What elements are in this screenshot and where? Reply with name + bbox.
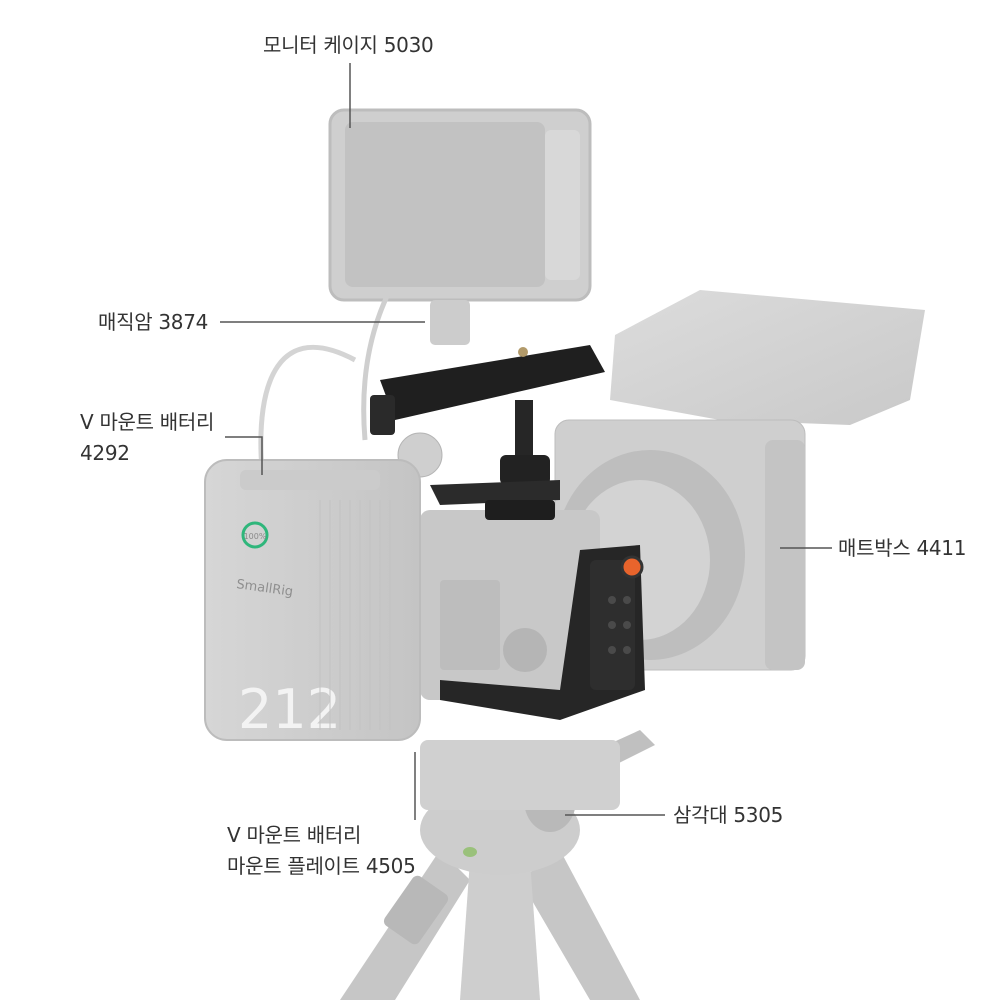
label-vmount-battery-line1: V 마운트 배터리 xyxy=(80,410,215,434)
monitor-cage-ghost xyxy=(258,108,592,471)
svg-text:100%: 100% xyxy=(244,532,267,541)
tripod-ghost xyxy=(340,730,655,1000)
label-vmount-battery-line2: 4292 xyxy=(80,441,130,465)
label-vmount-plate-line1: V 마운트 배터리 xyxy=(227,823,362,847)
camera-cage-highlight xyxy=(440,545,645,720)
vmount-battery-ghost: 100% SmallRig 212 xyxy=(204,459,421,741)
matte-box-ghost xyxy=(554,290,925,671)
leader-lines xyxy=(220,63,832,820)
svg-text:212: 212 xyxy=(238,678,341,741)
label-matte-box: 매트박스 4411 xyxy=(838,536,967,560)
top-handle-highlight xyxy=(370,345,605,520)
leader-vmount-battery xyxy=(225,436,263,475)
label-tripod: 삼각대 5305 xyxy=(673,803,784,827)
label-magic-arm: 매직암 3874 xyxy=(98,310,209,334)
label-vmount-plate-line2: 마운트 플레이트 4505 xyxy=(227,854,416,878)
camera-body-ghost xyxy=(397,432,600,700)
label-monitor-cage: 모니터 케이지 5030 xyxy=(263,33,434,57)
